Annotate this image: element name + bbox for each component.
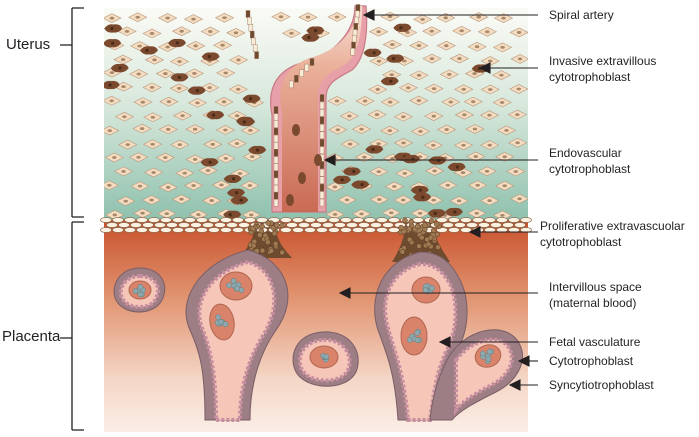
- invasive-cytotrophoblast-label-1: Invasive extravillous: [549, 54, 657, 68]
- endovascular-label-1: Endovascular: [549, 146, 622, 160]
- placenta-bracket: [60, 221, 84, 431]
- decidual-cells: [104, 11, 528, 220]
- proliferative-label-1: Proliferative extravascuolar: [540, 219, 685, 233]
- endovascular-cells: [245, 4, 361, 207]
- uterus-bracket: [60, 7, 84, 218]
- invasive-extravillous-cells: [104, 23, 490, 219]
- fetal-vasculature-label: Fetal vasculature: [549, 335, 641, 349]
- leader-lines: [323, 9, 538, 391]
- intervillous-label-1: Intervillous space: [549, 280, 642, 294]
- proliferative-label-2: cytotrophoblast: [540, 235, 622, 249]
- placenta-label: Placenta: [2, 328, 61, 345]
- uterus-label: Uterus: [6, 36, 51, 53]
- endovascular-label-2: cytotrophoblast: [549, 162, 631, 176]
- invasive-cytotrophoblast-label-2: cytotrophoblast: [549, 70, 631, 84]
- placental-villi: [113, 249, 523, 422]
- syncytiotrophoblast-label: Syncytiotrophoblast: [549, 378, 654, 392]
- spiral-artery-label: Spiral artery: [549, 8, 614, 22]
- cytotrophoblast-label: Cytotrophoblast: [549, 354, 634, 368]
- intervillous-label-2: (maternal blood): [549, 296, 637, 310]
- spiral-artery: [270, 5, 368, 213]
